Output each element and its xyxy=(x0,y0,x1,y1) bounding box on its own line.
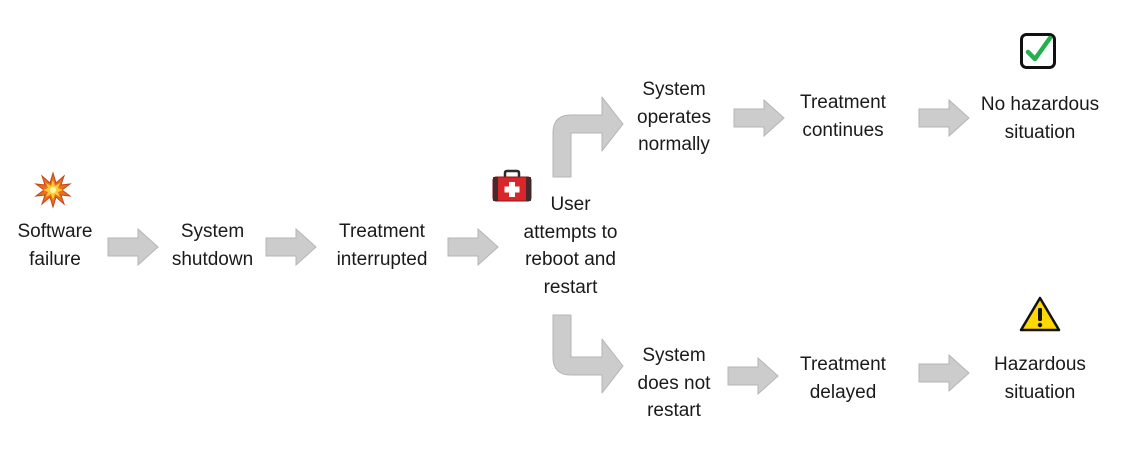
first-aid-kit-icon xyxy=(492,169,532,202)
node-software-failure: Software failure xyxy=(17,221,93,270)
node-hazardous-situation: Hazardous situation xyxy=(994,354,1086,403)
arrow-interrupted-to-user xyxy=(447,227,499,267)
arrow-user-to-does-not-restart xyxy=(552,314,624,394)
explosion-icon xyxy=(34,171,72,209)
node-system-shutdown: System shutdown xyxy=(171,221,254,270)
node-user-attempts: User attempts to reboot and restart xyxy=(523,194,618,298)
node-treatment-delayed: Treatment delayed xyxy=(800,354,886,403)
arrow-failure-to-shutdown xyxy=(107,227,159,267)
node-system-does-not-restart: System does not restart xyxy=(637,345,711,421)
arrow-delayed-to-hazard xyxy=(918,353,970,393)
arrow-user-to-operates xyxy=(552,96,624,178)
arrow-continues-to-no-hazard xyxy=(918,98,970,138)
node-treatment-interrupted: Treatment interrupted xyxy=(336,221,428,270)
arrow-operates-to-continues xyxy=(733,98,785,138)
node-no-hazardous-situation: No hazardous situation xyxy=(980,94,1100,143)
node-system-operates: System operates normally xyxy=(637,79,711,155)
arrow-does-not-restart-to-delayed xyxy=(727,356,779,396)
checkmark-icon xyxy=(1020,33,1056,69)
arrow-shutdown-to-interrupted xyxy=(265,227,317,267)
warning-icon xyxy=(1019,296,1061,332)
node-treatment-continues: Treatment continues xyxy=(800,92,886,141)
